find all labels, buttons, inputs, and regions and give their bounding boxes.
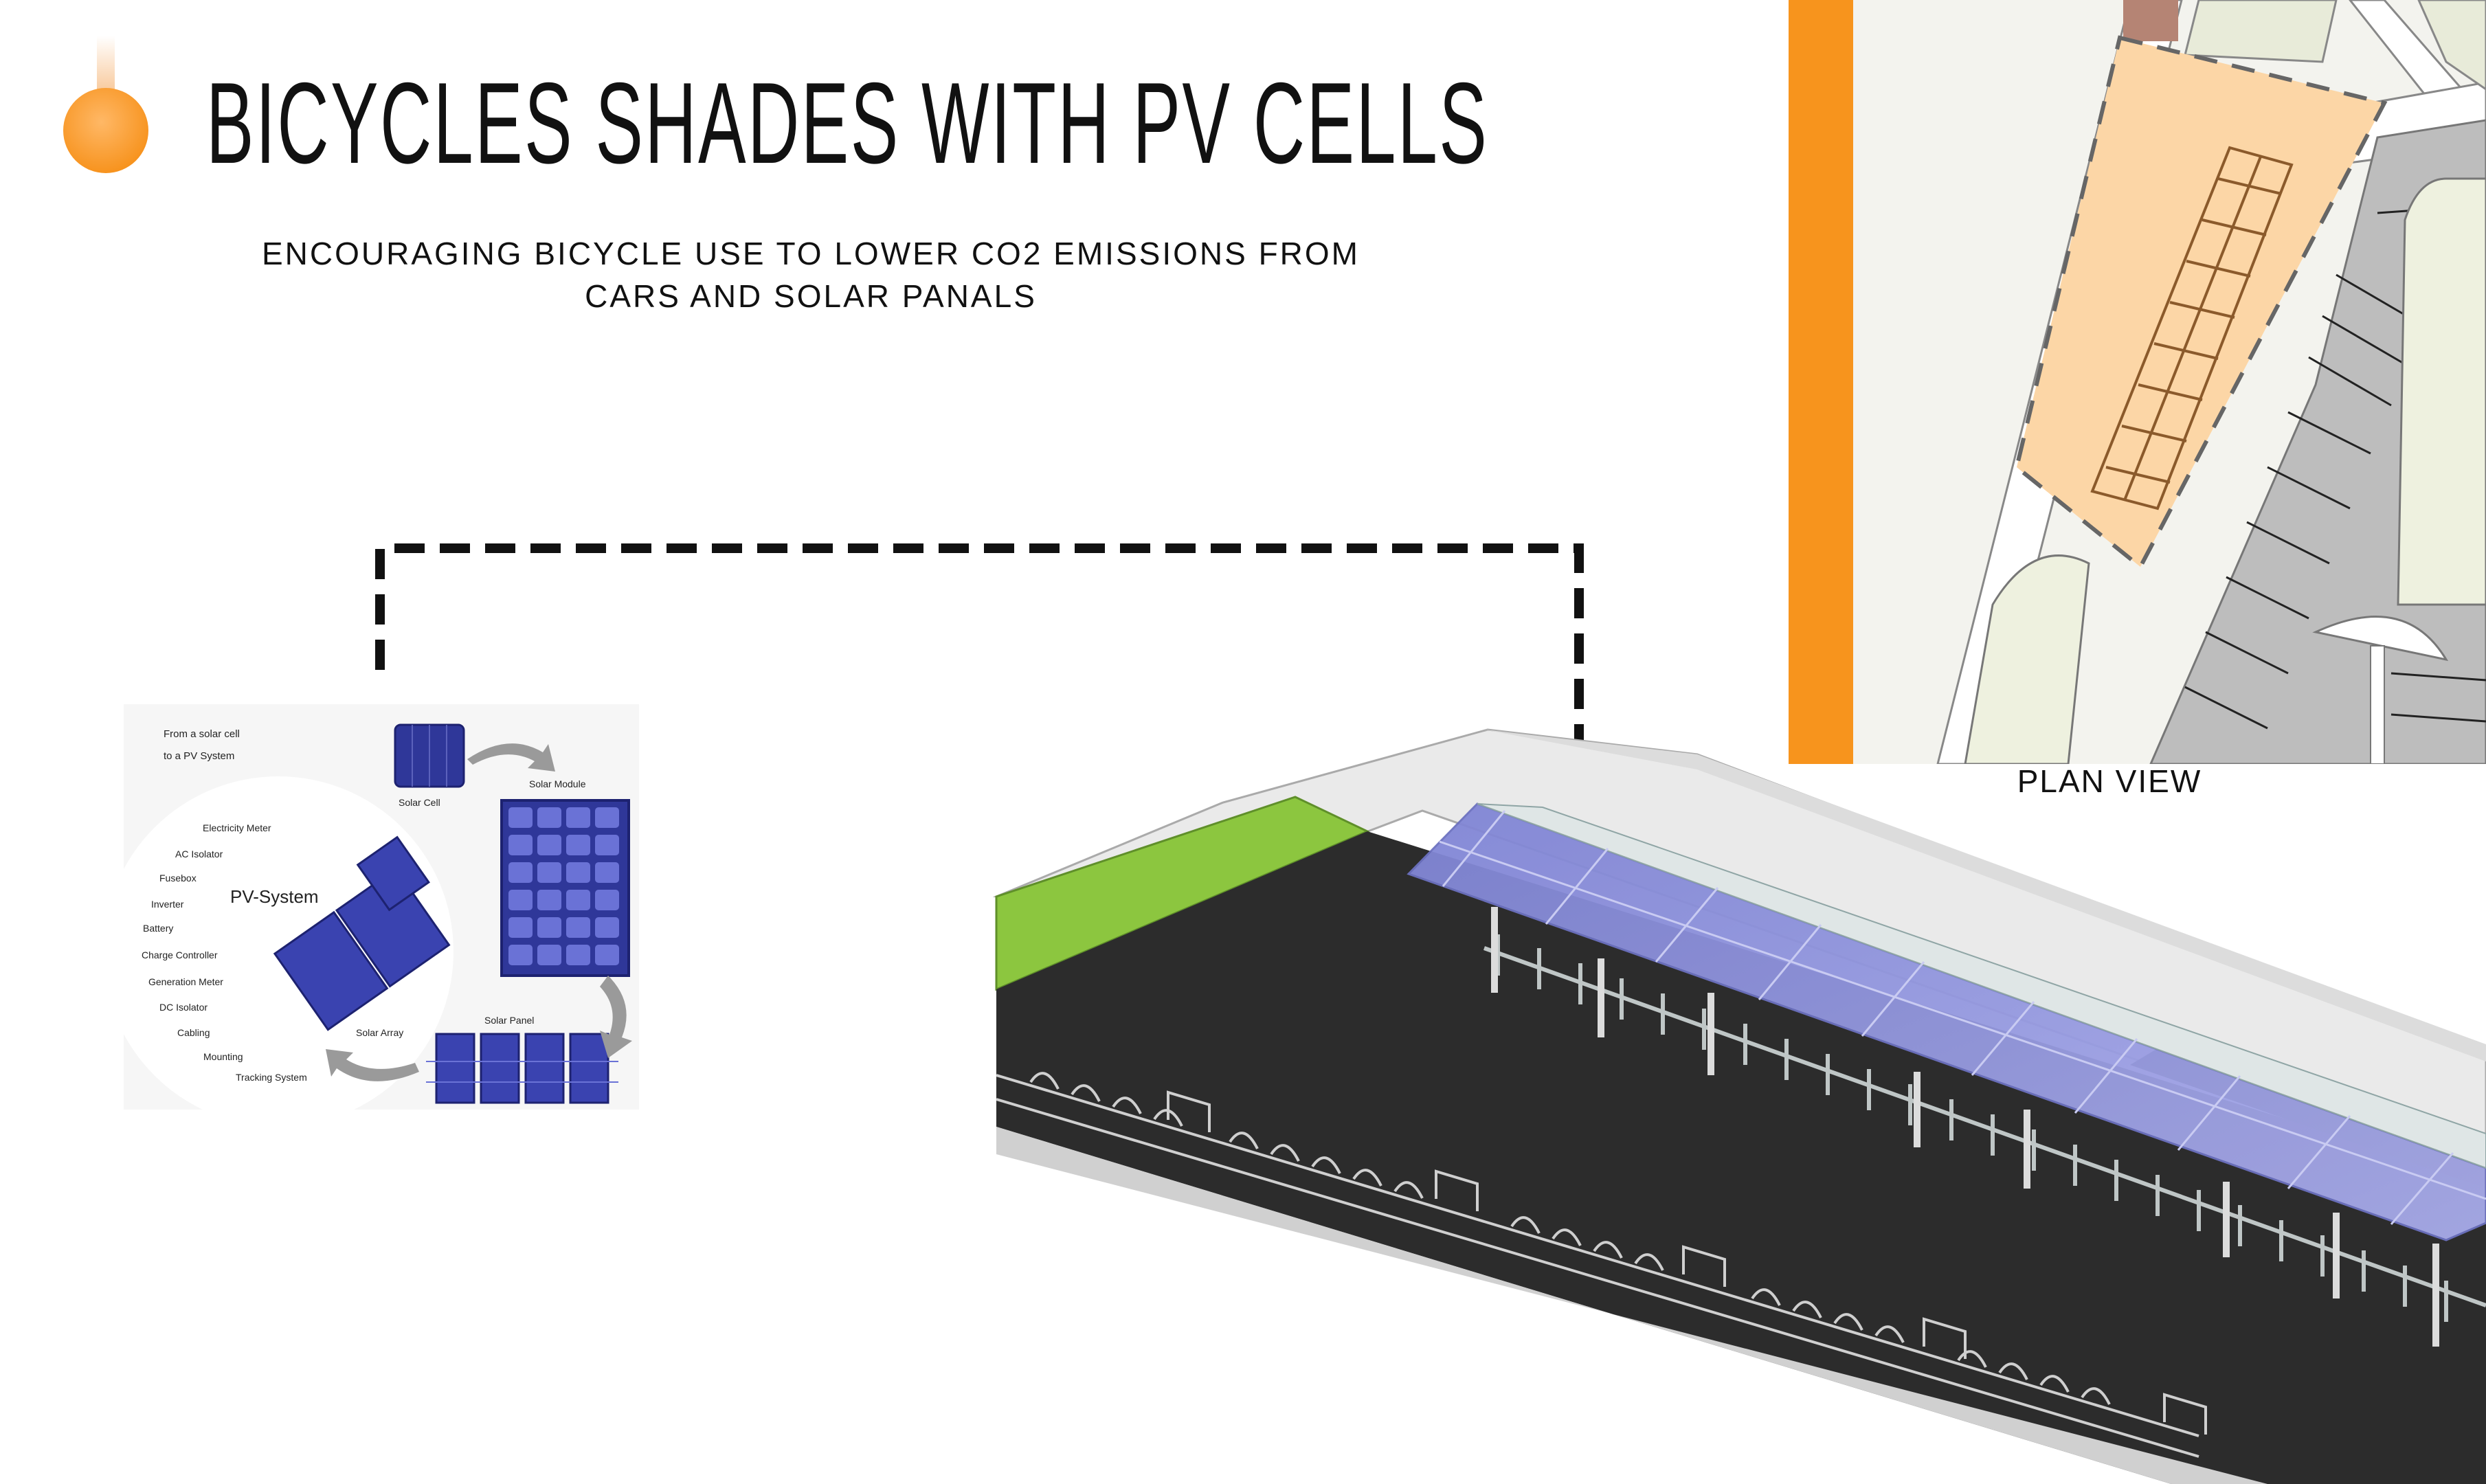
stage-array-label: Solar Array [356,1027,404,1038]
stage-panel-label: Solar Panel [484,1015,535,1026]
component-label: Inverter [151,899,184,910]
component-label: Mounting [203,1051,243,1062]
bulb-icon [63,36,148,173]
canopy-columns [1491,907,2439,1347]
stage-module-label: Solar Module [529,778,586,789]
arrow-icon [326,743,632,1081]
page-subtitle: ENCOURAGING BICYCLE USE TO LOWER CO2 EMI… [206,232,1415,317]
component-label: Tracking System [236,1072,307,1083]
component-label: Battery [143,923,174,934]
plan-view [1853,0,2486,764]
pv-heading-line-1: From a solar cell [164,728,240,740]
pv-diagram-graphics [124,723,632,1110]
component-label: DC Isolator [159,1002,208,1013]
accent-bar [1789,0,1853,764]
pv-diagram-heading: From a solar cell to a PV System [164,723,240,767]
pv-system-label: PV-System [230,886,319,907]
pv-heading-line-2: to a PV System [164,750,235,762]
page-title: BICYCLES SHADES WITH PV CELLS [206,58,1489,188]
component-label: Charge Controller [142,949,218,960]
canopy-bike-racks [1483,934,2486,1322]
bike-railing [996,1072,2207,1458]
component-label: Cabling [177,1027,210,1038]
plan-view-caption: PLAN VIEW [2017,763,2202,799]
component-label: Fusebox [159,873,197,884]
component-label: AC Isolator [175,848,223,859]
isometric-site [992,728,2486,1484]
plan-bike-racks [2090,146,2294,510]
dashed-connector [375,543,1584,766]
component-label: Electricity Meter [203,822,271,833]
pv-system-diagram: From a solar cell to a PV System [124,704,639,1110]
component-label: Generation Meter [148,976,223,987]
subtitle-line-1: ENCOURAGING BICYCLE USE TO LOWER CO2 EMI… [262,236,1360,271]
subtitle-line-2: CARS AND SOLAR PANALS [585,278,1037,314]
stage-cell-label: Solar Cell [399,797,440,808]
